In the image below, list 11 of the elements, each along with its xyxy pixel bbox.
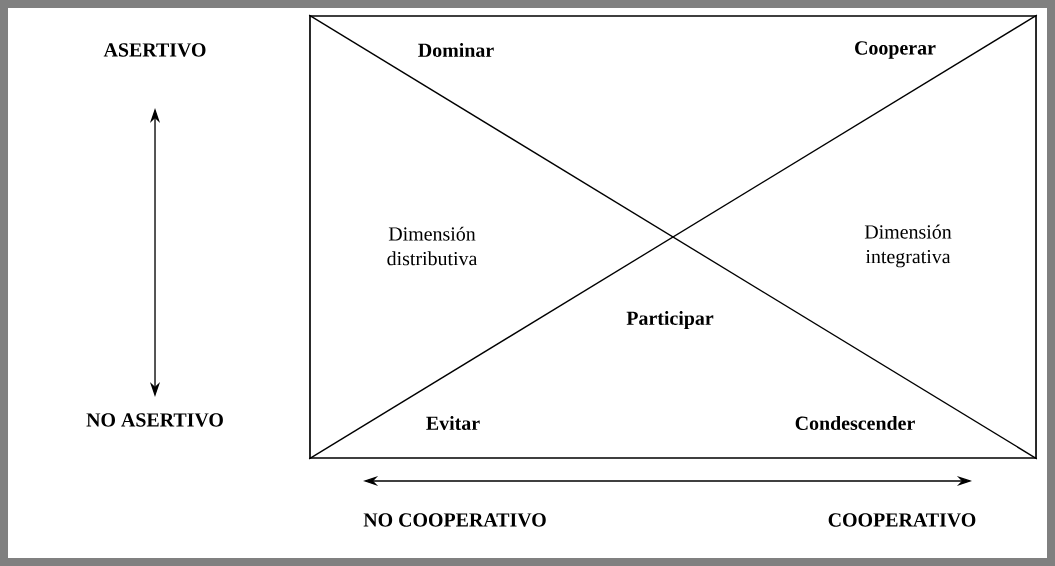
region-label: Evitar: [426, 416, 480, 430]
axis-label: NO COOPERATIVO: [363, 513, 546, 527]
region-label: Participar: [626, 310, 714, 330]
region-label: Dominar: [418, 43, 494, 57]
region-label: Dimensión integrativa: [864, 224, 952, 268]
axis-label: ASERTIVO: [103, 43, 206, 57]
region-label: Cooperar: [855, 41, 936, 59]
axis-label: NO ASERTIVO: [86, 413, 223, 427]
axis-label: COOPERATIVO: [828, 513, 976, 527]
region-label: Dimensión distributiva: [387, 226, 478, 266]
region-label: Condescender: [795, 416, 915, 430]
